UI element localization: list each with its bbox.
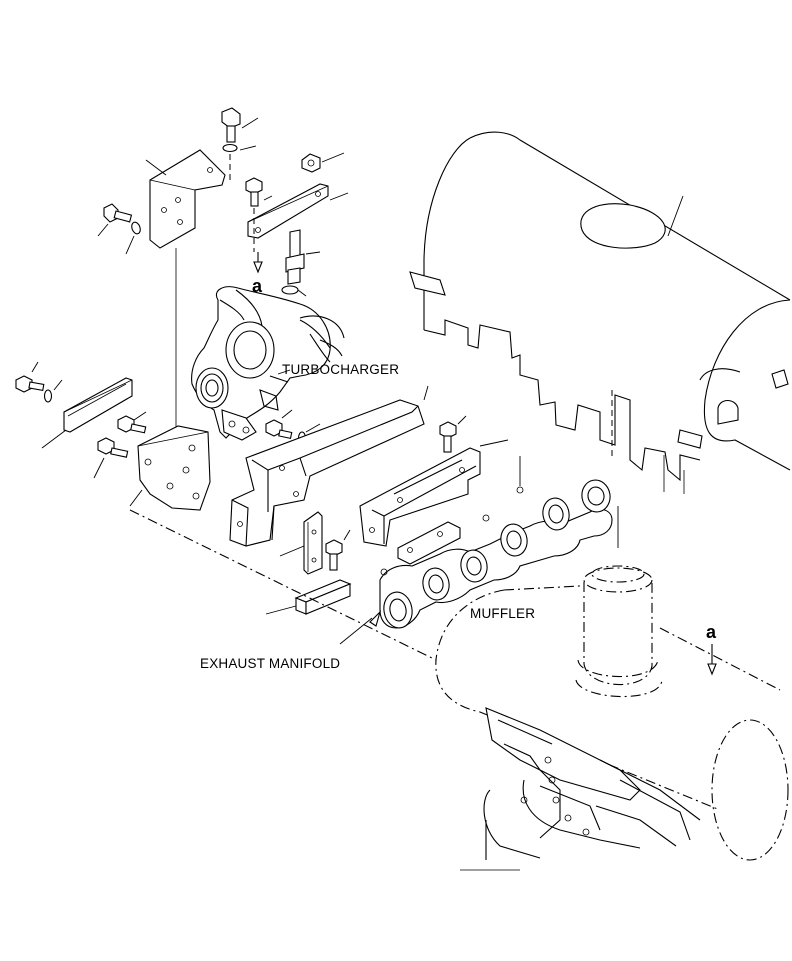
turbocharger <box>191 286 345 441</box>
small-l-bracket <box>279 511 351 575</box>
nut-and-plate <box>245 152 349 274</box>
label-muffler: MUFFLER <box>470 606 535 621</box>
turbo-mount-bracket <box>93 411 211 511</box>
muffler-mount-frame <box>460 707 701 871</box>
spacer-block <box>265 579 352 615</box>
bolt-upper-left <box>97 203 141 255</box>
top-bolt <box>221 107 259 180</box>
manifold-support-bracket <box>359 439 509 547</box>
reference-letter-a-right: a <box>706 622 717 642</box>
reference-arrow-right <box>707 644 717 676</box>
label-exhaust-manifold: EXHAUST MANIFOLD <box>200 656 340 671</box>
label-turbocharger: TURBOCHARGER <box>282 362 399 377</box>
air-tank <box>409 131 791 494</box>
exhaust-manifold <box>339 456 619 645</box>
left-heat-shield <box>15 361 133 449</box>
reference-letter-a-top: a <box>252 276 263 296</box>
bolt-support-right <box>439 415 467 453</box>
muffler <box>129 509 789 861</box>
long-support-bracket <box>229 385 429 547</box>
stud-bolt <box>281 229 321 297</box>
upper-bracket <box>145 149 226 440</box>
